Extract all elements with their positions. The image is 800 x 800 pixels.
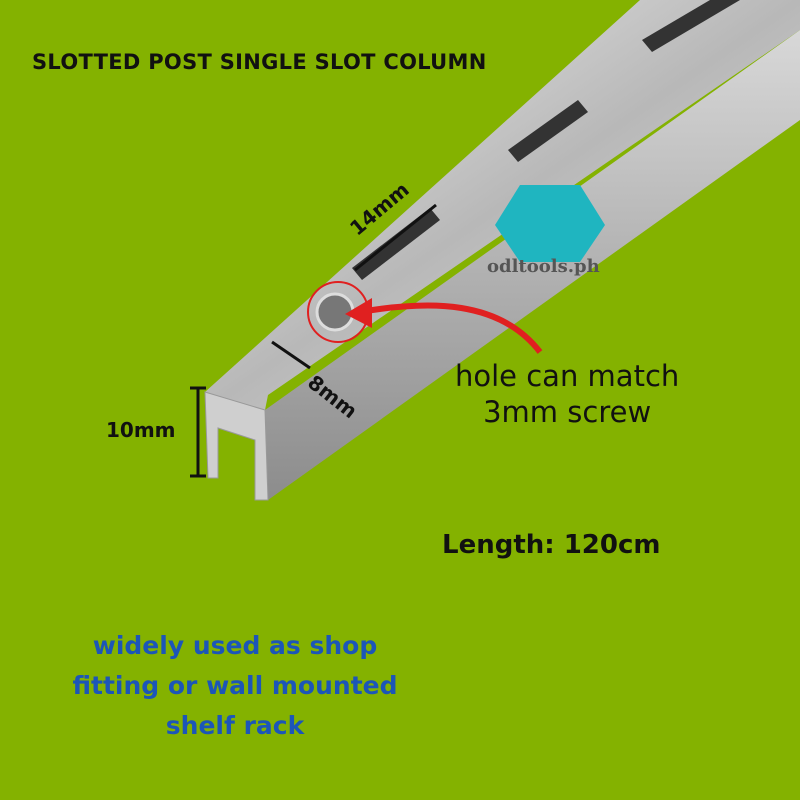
screw-hole	[315, 292, 355, 332]
dimension-lines	[190, 203, 437, 478]
description-line1: widely used as shop	[92, 631, 378, 660]
description: widely used as shop fitting or wall moun…	[50, 626, 420, 746]
rail-end-profile	[204, 391, 269, 501]
rail-side-face	[265, 30, 800, 500]
brand-logo-text: odltools.ph	[487, 256, 600, 277]
hole-callout: hole can match 3mm screw	[455, 358, 679, 430]
arrow-icon	[359, 302, 543, 354]
title: SLOTTED POST SINGLE SLOT COLUMN	[32, 50, 487, 74]
description-line3: shelf rack	[165, 711, 305, 740]
description-line2: fitting or wall mounted	[72, 671, 398, 700]
arrow-head	[345, 298, 372, 328]
callout-line1: hole can match	[455, 359, 680, 393]
slots	[352, 0, 740, 280]
height-label: 10mm	[106, 418, 176, 442]
logo-badge	[495, 185, 605, 262]
length-label: Length: 120cm	[442, 530, 661, 560]
callout-line2: 3mm screw	[483, 395, 652, 429]
